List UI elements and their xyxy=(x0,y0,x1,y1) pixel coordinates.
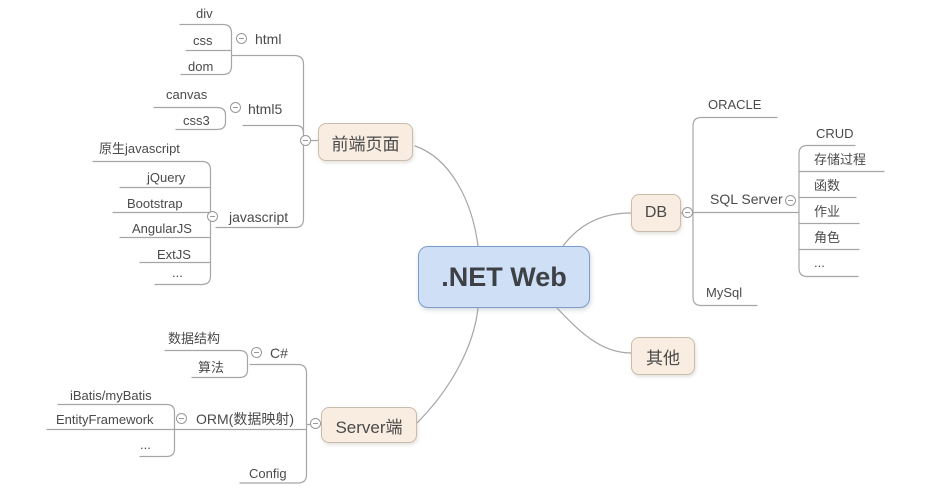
collapse-toggle-html[interactable] xyxy=(236,33,247,44)
node-db[interactable]: DB xyxy=(631,194,681,232)
minus-icon xyxy=(788,200,793,201)
topic-html5[interactable]: html5 xyxy=(248,101,283,117)
node-other[interactable]: 其他 xyxy=(631,337,695,375)
topic-algorithm[interactable]: 算法 xyxy=(198,360,225,375)
topic-css[interactable]: css xyxy=(193,33,213,48)
node-central[interactable]: .NET Web xyxy=(418,246,590,308)
minus-icon xyxy=(685,212,690,213)
topic-sql-more[interactable]: ... xyxy=(814,255,825,270)
topic-native-javascript[interactable]: 原生javascript xyxy=(99,141,180,156)
topic-function[interactable]: 函数 xyxy=(814,178,841,193)
minus-icon xyxy=(239,38,244,39)
node-server-label: Server端 xyxy=(335,417,403,437)
topic-stored-procedure[interactable]: 存储过程 xyxy=(814,152,867,167)
topic-orm[interactable]: ORM(数据映射) xyxy=(196,411,294,427)
topic-mysql[interactable]: MySql xyxy=(706,285,743,300)
minus-icon xyxy=(233,107,238,108)
node-central-label: .NET Web xyxy=(441,261,567,292)
topic-role[interactable]: 角色 xyxy=(814,230,841,245)
minus-icon xyxy=(210,216,215,217)
collapse-toggle-javascript[interactable] xyxy=(207,211,218,222)
topic-dom[interactable]: dom xyxy=(188,59,214,74)
topic-bootstrap[interactable]: Bootstrap xyxy=(127,196,183,211)
topic-crud[interactable]: CRUD xyxy=(816,126,854,141)
topic-config[interactable]: Config xyxy=(249,466,287,481)
node-frontend[interactable]: 前端页面 xyxy=(318,123,413,161)
node-server[interactable]: Server端 xyxy=(321,407,417,443)
minus-icon xyxy=(313,423,318,424)
topic-js-more[interactable]: ... xyxy=(172,265,183,280)
topic-jquery[interactable]: jQuery xyxy=(147,170,186,185)
topic-entityframework[interactable]: EntityFramework xyxy=(56,412,154,427)
node-db-label: DB xyxy=(644,204,668,221)
topic-div[interactable]: div xyxy=(196,6,213,21)
topic-orm-more[interactable]: ... xyxy=(140,437,151,452)
topic-javascript[interactable]: javascript xyxy=(229,209,289,225)
topic-html[interactable]: html xyxy=(255,31,282,47)
topic-job[interactable]: 作业 xyxy=(814,204,841,219)
node-frontend-label: 前端页面 xyxy=(331,134,400,154)
minus-icon xyxy=(179,418,184,419)
collapse-toggle-frontend[interactable] xyxy=(300,135,311,146)
collapse-toggle-db[interactable] xyxy=(682,207,693,218)
topic-sql-server[interactable]: SQL Server xyxy=(710,191,783,207)
collapse-toggle-csharp[interactable] xyxy=(251,347,262,358)
topic-ibatis[interactable]: iBatis/myBatis xyxy=(70,388,152,403)
topic-oracle[interactable]: ORACLE xyxy=(708,97,762,112)
topic-data-structure[interactable]: 数据结构 xyxy=(168,331,221,346)
node-other-label: 其他 xyxy=(646,348,680,368)
collapse-toggle-server[interactable] xyxy=(310,418,321,429)
minus-icon xyxy=(303,140,308,141)
topic-extjs[interactable]: ExtJS xyxy=(157,247,191,262)
minus-icon xyxy=(254,352,259,353)
collapse-toggle-orm[interactable] xyxy=(176,413,187,424)
topic-css3[interactable]: css3 xyxy=(183,113,210,128)
topic-csharp[interactable]: C# xyxy=(270,345,288,361)
collapse-toggle-html5[interactable] xyxy=(230,102,241,113)
collapse-toggle-sql-server[interactable] xyxy=(785,195,796,206)
topic-canvas[interactable]: canvas xyxy=(166,87,208,102)
topic-angularjs[interactable]: AngularJS xyxy=(132,221,192,236)
